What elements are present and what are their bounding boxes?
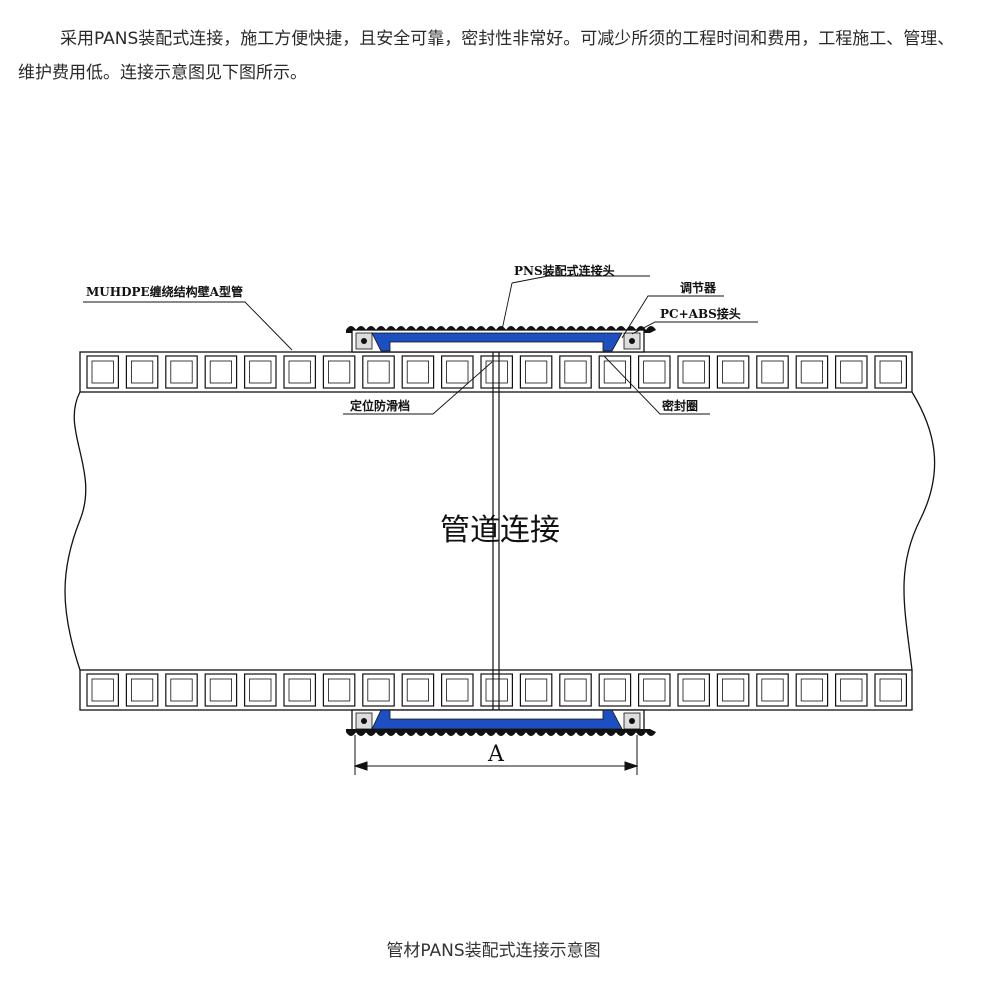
- wall-cell-inner: [249, 678, 272, 702]
- label-seal-ring: 密封圈: [662, 398, 698, 413]
- wall-cell-inner: [643, 360, 666, 384]
- wall-cell-inner: [130, 678, 154, 702]
- wall-cell-inner: [288, 678, 311, 702]
- wall-cell-inner: [209, 360, 232, 384]
- wall-cell-inner: [879, 360, 902, 384]
- wall-cell-inner: [209, 678, 232, 702]
- pipe-body: [64, 391, 936, 671]
- wall-cell-inner: [130, 360, 154, 384]
- label-pipe: MUHDPE缠绕结构壁A型管: [86, 284, 243, 299]
- wall-cell-inner: [91, 360, 114, 384]
- connector-top: [346, 326, 656, 353]
- wall-cell-inner: [249, 360, 272, 384]
- connector-bottom: [346, 709, 656, 736]
- pipe-connection-diagram: MUHDPE缠绕结构壁A型管 PNS装配式连接头 调节器 PC+ABS接头 定位…: [64, 263, 936, 775]
- wall-cell-inner: [643, 678, 666, 702]
- label-center: 管道连接: [440, 513, 560, 548]
- wall-cell-inner: [722, 678, 745, 702]
- intro-paragraph: 采用PANS装配式连接，施工方便快捷，且安全可靠，密封性非常好。可减少所须的工程…: [18, 29, 955, 83]
- label-regulator: 调节器: [680, 280, 717, 295]
- wall-cell-inner: [525, 678, 548, 702]
- wall-cell-inner: [327, 360, 351, 384]
- wall-cell-inner: [800, 678, 824, 702]
- wall-cell-inner: [91, 678, 114, 702]
- label-pc-abs: PC+ABS接头: [660, 306, 741, 321]
- joint-line: [492, 352, 500, 710]
- wall-cell-inner: [406, 678, 430, 702]
- wall-cell-inner: [367, 678, 390, 702]
- wall-cell-inner: [722, 360, 745, 384]
- leader-lines: [83, 275, 758, 415]
- wall-cell-inner: [761, 678, 784, 702]
- wall-cell-inner: [603, 678, 627, 702]
- wall-cell-inner: [525, 360, 548, 384]
- wall-cell-inner: [288, 360, 311, 384]
- pipe-wall-bottom: [79, 669, 913, 711]
- pipe-wall-top: [79, 351, 913, 393]
- wall-cell-inner: [485, 678, 508, 702]
- wall-cell-inner: [682, 360, 705, 384]
- wall-cell-inner: [170, 678, 193, 702]
- wall-cell-inner: [327, 678, 351, 702]
- wall-cell-inner: [603, 360, 627, 384]
- wall-cell-inner: [446, 360, 469, 384]
- label-connector: PNS装配式连接头: [514, 263, 615, 278]
- label-dimension: A: [487, 742, 505, 767]
- dimension-a: [353, 735, 639, 775]
- wall-cell-inner: [564, 678, 587, 702]
- wall-cell-inner: [564, 360, 587, 384]
- label-anti-slip: 定位防滑档: [350, 398, 410, 413]
- wall-cell-inner: [840, 360, 863, 384]
- wall-cell-inner: [446, 678, 469, 702]
- figure-caption: 管材PANS装配式连接示意图: [386, 941, 601, 961]
- wall-cell-inner: [761, 360, 784, 384]
- wall-cell-inner: [682, 678, 705, 702]
- wall-cell-inner: [879, 678, 902, 702]
- wall-cell-inner: [800, 360, 824, 384]
- wall-cell-inner: [367, 360, 390, 384]
- wall-cell-inner: [485, 360, 508, 384]
- wall-cell-inner: [170, 360, 193, 384]
- wall-cell-inner: [840, 678, 863, 702]
- wall-cell-inner: [406, 360, 430, 384]
